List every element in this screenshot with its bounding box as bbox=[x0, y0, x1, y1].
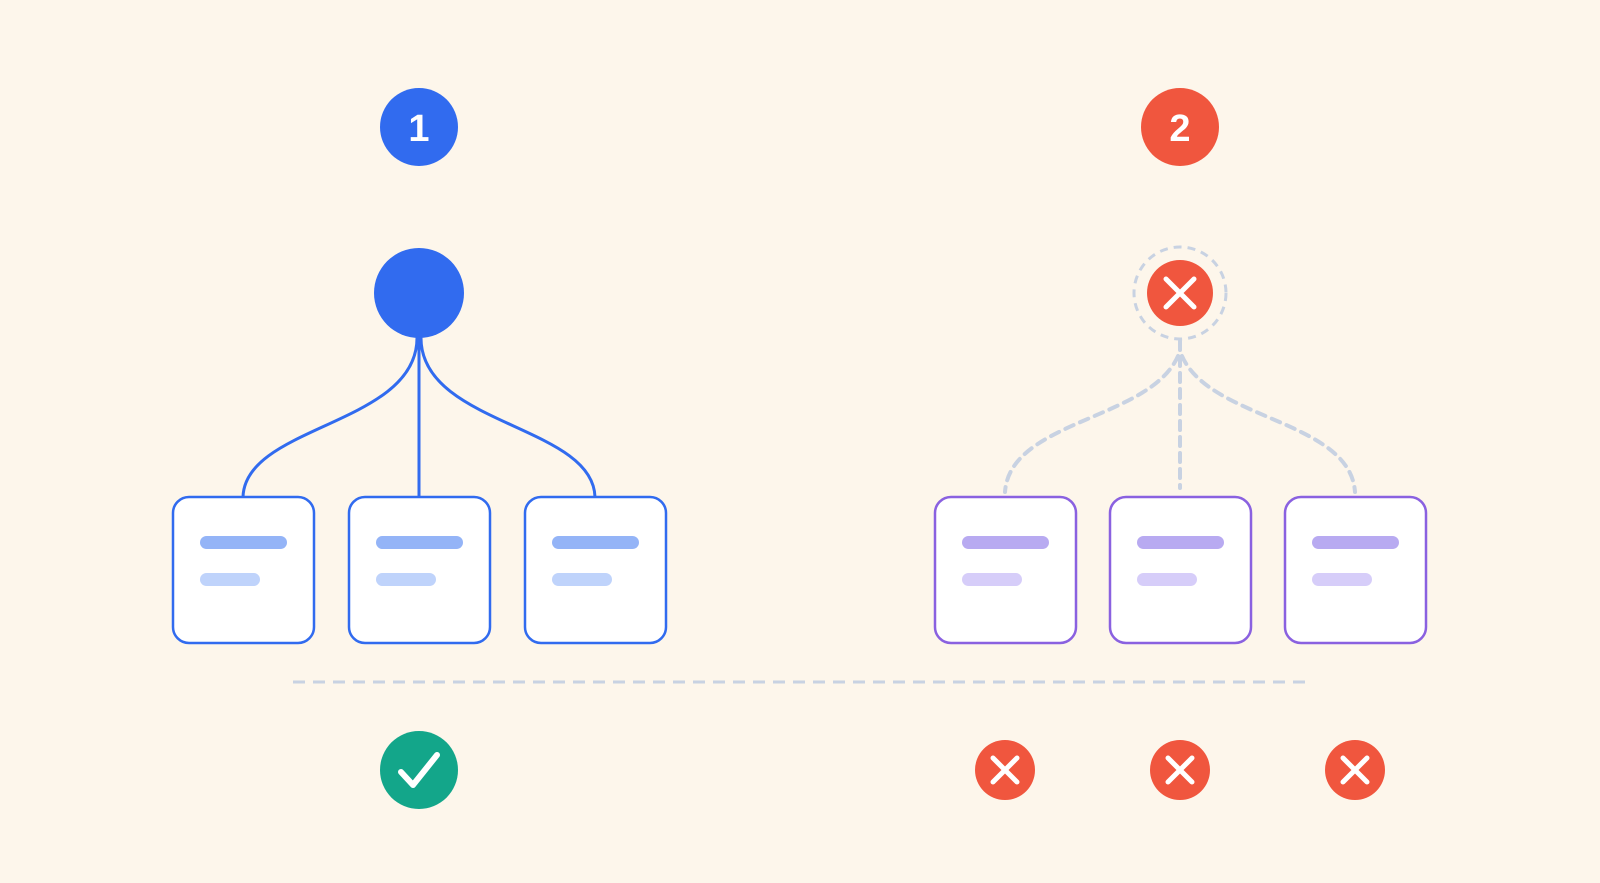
child-node-1 bbox=[171, 495, 316, 645]
node-card bbox=[347, 495, 492, 645]
connector-left bbox=[1003, 354, 1180, 494]
node-card bbox=[523, 495, 668, 645]
node-card bbox=[1108, 495, 1253, 645]
child-node-2 bbox=[347, 495, 492, 645]
text-line bbox=[200, 536, 287, 549]
child-node-2 bbox=[1108, 495, 1253, 645]
text-line bbox=[1137, 536, 1224, 549]
text-line bbox=[1312, 536, 1399, 549]
x-icon bbox=[1325, 740, 1385, 800]
text-line bbox=[1137, 573, 1197, 586]
failed-root-node bbox=[1132, 245, 1228, 341]
text-line bbox=[962, 573, 1022, 586]
text-line bbox=[962, 536, 1049, 549]
x-icon bbox=[1163, 276, 1197, 310]
child-node-1 bbox=[933, 495, 1078, 645]
scenario-2-number: 2 bbox=[1169, 108, 1190, 150]
x-icon bbox=[1150, 740, 1210, 800]
x-icon bbox=[975, 740, 1035, 800]
badge-circle bbox=[1141, 88, 1219, 166]
scenario-1: 1 bbox=[171, 88, 668, 809]
child-node-3 bbox=[523, 495, 668, 645]
node-card bbox=[1283, 495, 1428, 645]
text-line bbox=[552, 573, 612, 586]
scenario-1-number: 1 bbox=[408, 108, 429, 150]
scenario-2: 2 bbox=[933, 88, 1428, 800]
text-line bbox=[552, 536, 639, 549]
scenario-2-badge: 2 bbox=[1141, 88, 1219, 166]
node-card bbox=[171, 495, 316, 645]
check-icon-circle bbox=[380, 731, 458, 809]
text-line bbox=[200, 573, 260, 586]
scenario-1-badge: 1 bbox=[380, 88, 458, 166]
node-card bbox=[933, 495, 1078, 645]
text-line bbox=[376, 536, 463, 549]
root-node bbox=[374, 248, 464, 338]
connector-left bbox=[241, 336, 419, 499]
dashed-connectors bbox=[1003, 339, 1357, 494]
text-line bbox=[1312, 573, 1372, 586]
connector-right bbox=[419, 336, 597, 499]
solid-connectors bbox=[241, 336, 597, 499]
connector-right bbox=[1180, 354, 1357, 494]
text-line bbox=[376, 573, 436, 586]
check-mark bbox=[398, 752, 440, 788]
badge-circle bbox=[380, 88, 458, 166]
check-icon bbox=[380, 731, 458, 809]
child-node-3 bbox=[1283, 495, 1428, 645]
